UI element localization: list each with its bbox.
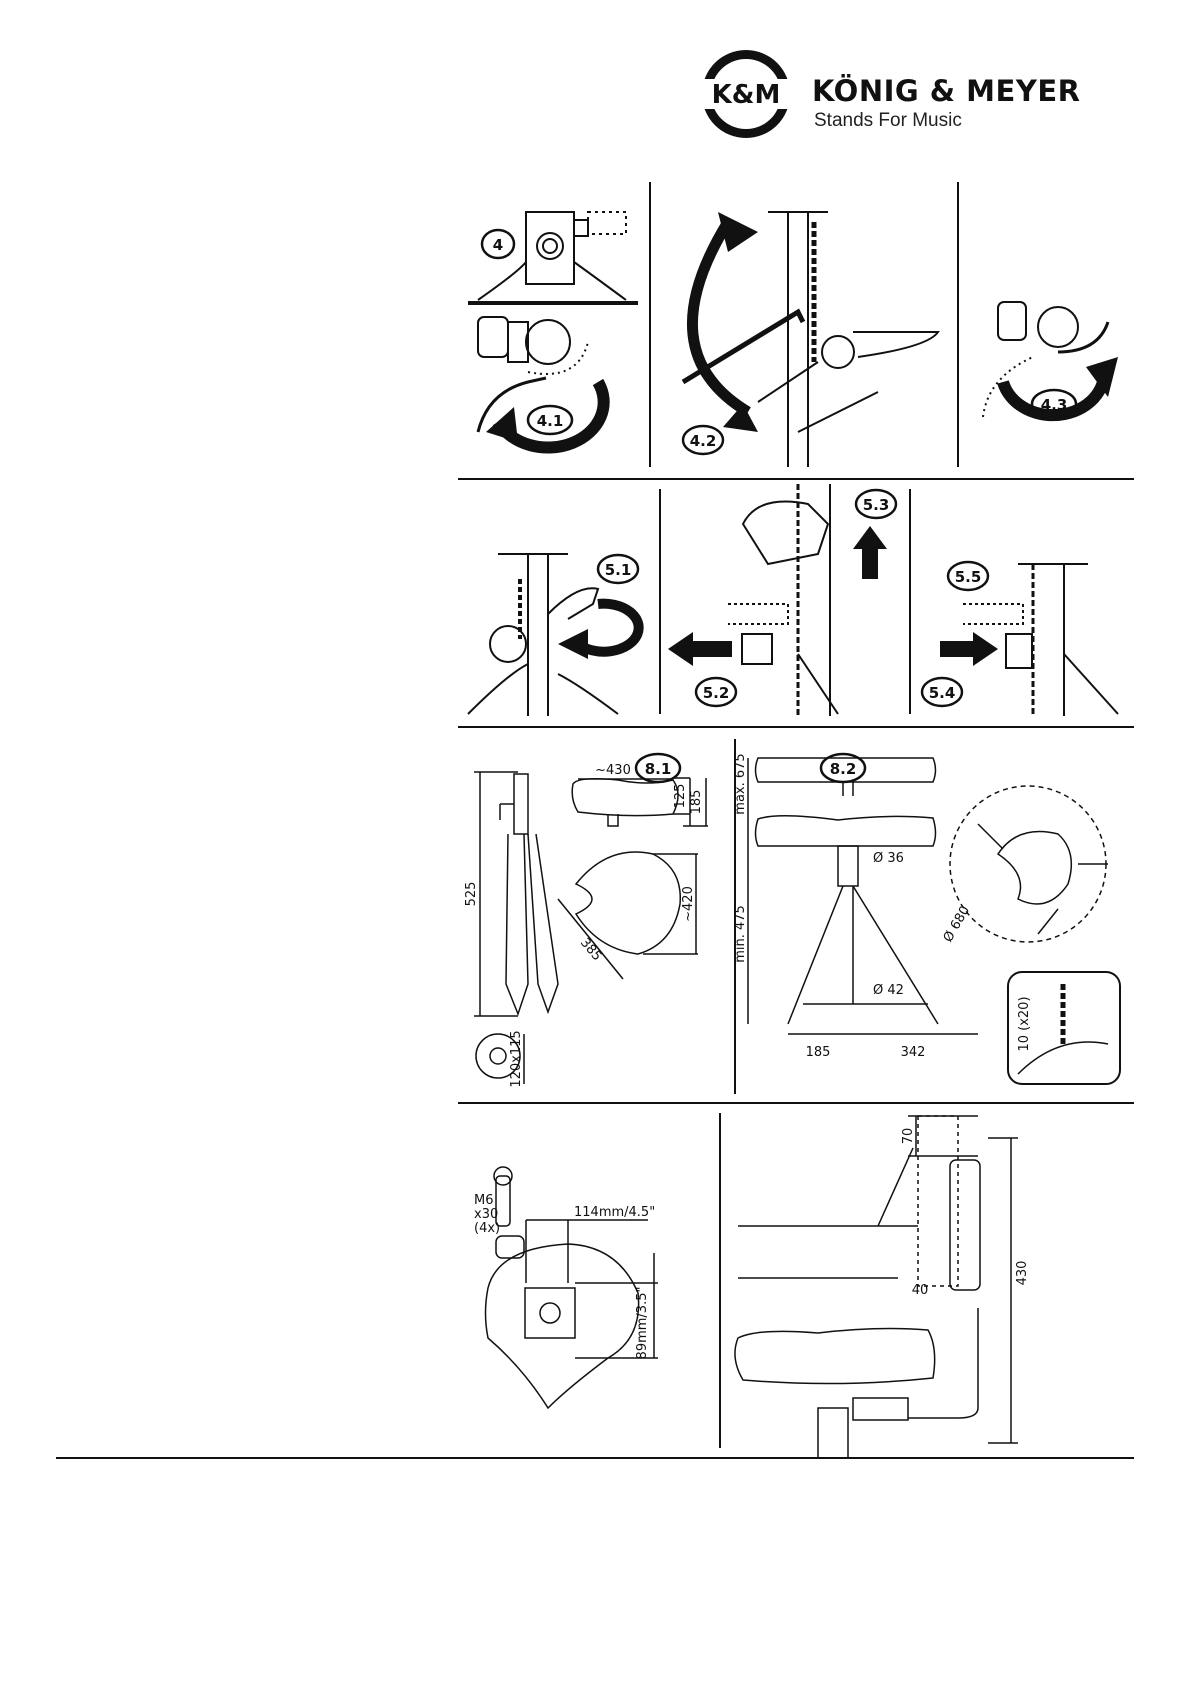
footer-divider (56, 1457, 1134, 1459)
seat-top-drawing (558, 852, 698, 979)
screw-size: M6 (474, 1193, 494, 1208)
dim-tube-bottom: Ø 42 (873, 983, 904, 998)
dim-seat-height-a: 125 (673, 784, 688, 809)
dim-backrest-height: 430 (1015, 1261, 1030, 1286)
step-label: 4 (493, 236, 503, 254)
section-8-dimension-drawings: 8.1 525 ~430 125 185 ~420 385 12 (458, 734, 1134, 1099)
step-label: 4.3 (1041, 396, 1068, 414)
rotate-arrow-icon (692, 222, 748, 412)
dim-seat-width: ~430 (595, 763, 631, 778)
step-label: 4.2 (690, 432, 717, 450)
step-label: 5.5 (955, 568, 982, 586)
dim-base-left: 185 (806, 1045, 831, 1060)
section-4-illustrations: 4 4.1 4.2 4.3 (458, 182, 1134, 482)
stool-front-drawing (748, 758, 978, 1034)
dim-base-right: 342 (901, 1045, 926, 1060)
backrest-side-drawing (735, 1116, 1018, 1458)
mount-plate-drawing (486, 1167, 659, 1408)
section-divider (458, 1102, 1134, 1104)
dim-folded-height: 525 (464, 882, 479, 907)
screw-length: x30 (474, 1207, 498, 1222)
folded-stool-drawing (474, 772, 558, 1016)
backrest-mounting-drawings: M6 x30 (4x) 114mm/4.5" 89mm/3.5" 70 40 4… (458, 1108, 1134, 1458)
step-label: 8.1 (645, 760, 672, 778)
dim-max-height: max. 675 (733, 753, 748, 814)
brand-tagline: Stands For Music (814, 110, 962, 132)
step-label: 4.1 (537, 412, 564, 430)
pull-knob-illustration (728, 484, 838, 716)
logo-mark-text: K&M (712, 80, 781, 110)
dim-seat-height-b: 185 (689, 790, 704, 815)
dim-backrest-top: 70 (901, 1128, 916, 1145)
km-logo-icon: K&M (700, 48, 792, 140)
screw-qty: (4x) (474, 1221, 500, 1236)
foot-circle-drawing (950, 786, 1108, 942)
step-label: 5.4 (929, 684, 956, 702)
dim-hole-spacing-h: 89mm/3.5" (635, 1287, 650, 1360)
dim-seat-depth: ~420 (681, 886, 696, 922)
dim-foot-circle: Ø 680 (941, 904, 974, 945)
section-divider (458, 726, 1134, 728)
dim-min-height: min. 475 (733, 905, 748, 963)
dim-tube-top: Ø 36 (873, 851, 904, 866)
knob-illustration (468, 554, 618, 716)
dim-step-label: 10 (x20) (1017, 996, 1032, 1051)
dim-pack-size: 120x115 (509, 1030, 524, 1087)
dim-hole-spacing-w: 114mm/4.5" (574, 1205, 655, 1220)
step-label: 5.1 (605, 561, 632, 579)
step-label: 8.2 (830, 760, 857, 778)
step-label: 5.3 (863, 496, 890, 514)
step-label: 5.2 (703, 684, 730, 702)
dim-backrest-offset: 40 (912, 1283, 929, 1298)
section-5-illustrations: 5.1 5.2 5.3 5.5 5.4 (458, 484, 1134, 724)
push-knob-illustration (963, 564, 1118, 716)
height-adjust-illustration (683, 212, 938, 467)
section-divider (458, 478, 1134, 480)
brand-name: KÖNIG & MEYER (812, 74, 1080, 108)
